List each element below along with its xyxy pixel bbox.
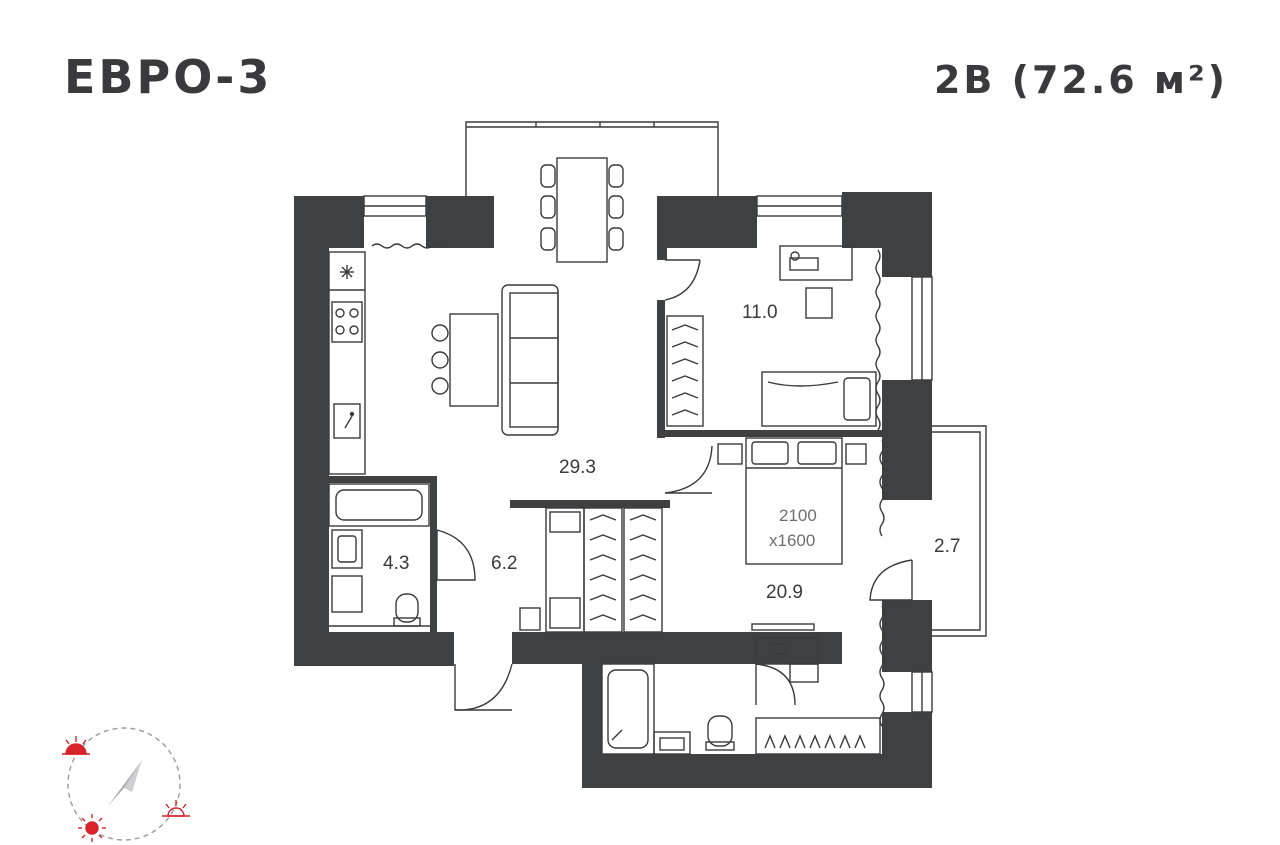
- wardrobe-icon: [666, 315, 704, 427]
- door-icon: [436, 259, 913, 711]
- bathtub-icon: [328, 483, 430, 527]
- kitchen: [328, 243, 443, 475]
- hood-icon: [329, 265, 365, 291]
- sink-icon: [653, 731, 691, 755]
- layout-title: ЕВРО-3: [64, 50, 273, 104]
- apartment-info: 2В (72.6 м²): [933, 58, 1228, 102]
- bathtub-icon: [601, 663, 655, 755]
- windows: [363, 195, 933, 713]
- living-furniture: [431, 284, 559, 436]
- room-area-bathroom: 4.3: [383, 553, 409, 574]
- desk-icon: [779, 245, 853, 319]
- toilet-icon: [393, 593, 421, 627]
- bed-size-length: 2100: [779, 506, 817, 525]
- toilet-icon: [705, 715, 735, 751]
- sunset-icon: [162, 800, 190, 817]
- sun-icon: [78, 814, 106, 842]
- bedroom-master-furniture: [717, 437, 885, 727]
- wardrobe-icon: [519, 507, 663, 633]
- stove-icon: [331, 301, 363, 343]
- bedroom-small-furniture: [666, 245, 881, 431]
- bathroom-2: [601, 663, 881, 755]
- sunrise-icon: [62, 736, 90, 755]
- walls: [294, 192, 932, 788]
- room-area-balcony: 2.7: [934, 536, 960, 557]
- sink-icon: [331, 529, 363, 569]
- room-area-bedroom-master: 20.9: [766, 582, 803, 603]
- compass-icon: [67, 727, 181, 841]
- room-area-bedroom-small: 11.0: [742, 302, 778, 323]
- dining-bay: [465, 121, 719, 263]
- bathroom-1: [328, 483, 430, 627]
- bed-size-width: x1600: [769, 531, 815, 550]
- sink-icon: [333, 403, 361, 439]
- room-area-living: 29.3: [559, 457, 596, 478]
- wardrobe-icon: [755, 717, 881, 755]
- desk-icon: [751, 623, 819, 683]
- bed-icon: [761, 371, 877, 427]
- bed-icon: [717, 437, 867, 565]
- room-area-hallway: 6.2: [491, 553, 517, 574]
- balcony: [932, 425, 987, 637]
